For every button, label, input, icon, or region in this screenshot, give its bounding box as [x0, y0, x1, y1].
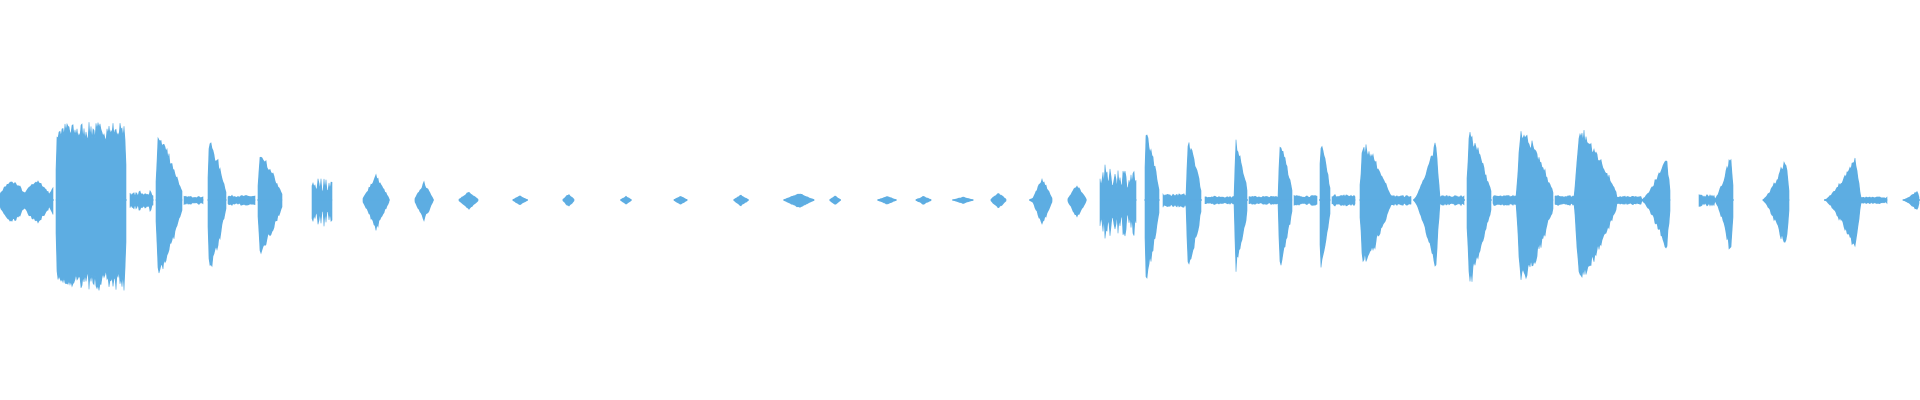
waveform-amplitude-shape: [0, 122, 1920, 291]
